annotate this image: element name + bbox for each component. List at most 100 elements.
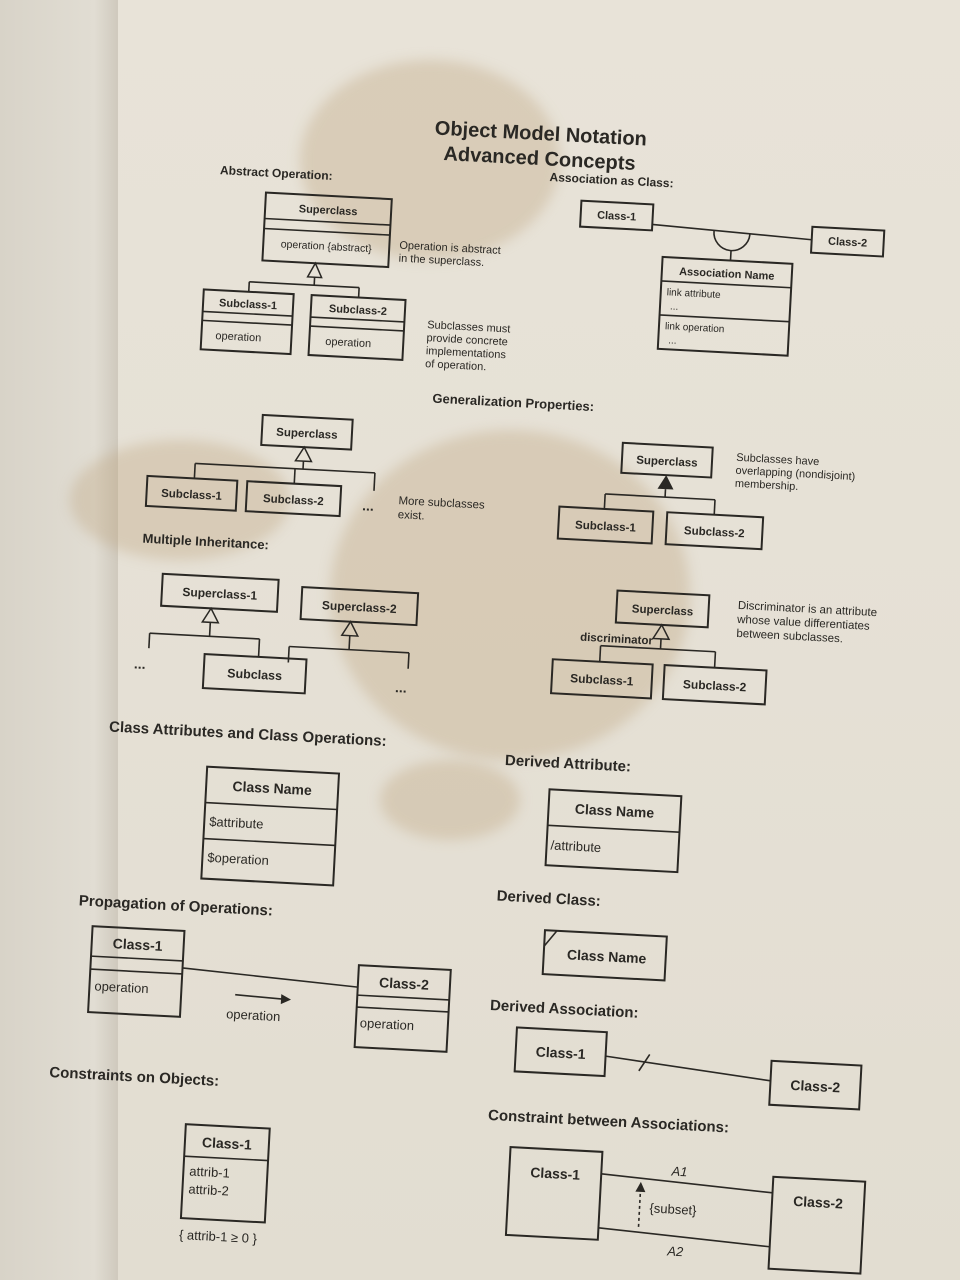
class-2-operation: operation: [360, 1015, 415, 1033]
class-name-label: Class Name: [574, 801, 654, 821]
propagated-operation-label: operation: [226, 1006, 281, 1024]
section-class-attributes: Class Attributes and Class Operations: C…: [109, 718, 387, 887]
generalization-discriminator: Superclass discriminator Subclass-1 Subc…: [549, 589, 880, 706]
class-1-label: Class-1: [112, 935, 163, 954]
subclass-2-box: [661, 664, 768, 706]
subclass-1-box: [549, 658, 654, 700]
section-association-as-class: Association as Class: Class-1 Class-2 As…: [549, 170, 886, 357]
generalization-more-subclasses: Superclass Subclass-1 Subclass-2 ... Mor…: [144, 413, 488, 526]
class-operation-label: $operation: [207, 850, 269, 868]
class-1-label: Class-1: [597, 210, 637, 224]
class-attribute-label: $attribute: [209, 814, 264, 832]
overlap-note: Subclasses have overlapping (nondisjoint…: [735, 452, 860, 496]
ellipsis-left: ...: [134, 655, 146, 672]
coffee-stain: [300, 60, 560, 260]
class-1-box: [504, 1146, 604, 1241]
object-box: [179, 1123, 271, 1224]
subclass-1-box: [556, 505, 655, 545]
generalization-overlapping: Superclass Subclass-1 Subclass-2 Subclas…: [556, 441, 860, 551]
subclass-1-operation: operation: [215, 330, 261, 344]
section-heading: Constraint between Associations:: [488, 1107, 730, 1137]
discriminator-label: discriminator: [580, 632, 654, 648]
superclass-box: [260, 413, 354, 451]
coffee-stain: [330, 430, 690, 760]
coffee-stain: [70, 440, 290, 560]
section-heading: Derived Attribute:: [505, 752, 632, 776]
subclass-1-label: Subclass-1: [575, 519, 637, 534]
subclass-1-box: [144, 474, 239, 512]
subclass-1-box: [199, 288, 295, 356]
class-1-label: Class-1: [530, 1164, 581, 1183]
section-multiple-inheritance: Multiple Inheritance: Superclass-1 Super…: [134, 531, 420, 696]
class-2-box: [768, 1059, 863, 1111]
class-2-box: [767, 1175, 867, 1275]
ellipsis: ...: [362, 497, 374, 514]
ellipsis-right: ...: [395, 679, 407, 696]
class-name-label: Class Name: [567, 946, 647, 966]
subclass-2-box: [244, 480, 343, 518]
association-name-label: Association Name: [679, 266, 775, 283]
class-2-label: Class-2: [793, 1193, 844, 1212]
section-heading: Class Attributes and Class Operations:: [109, 718, 387, 750]
subclass-2-label: Subclass-2: [684, 525, 745, 540]
class-1-operation: operation: [94, 978, 149, 996]
link-operation-ellipsis: ...: [668, 335, 677, 346]
superclass-label: Superclass: [276, 427, 338, 442]
abstract-operation-label: operation {abstract}: [280, 238, 372, 255]
subclass-2-label: Subclass-2: [683, 677, 747, 694]
link-attribute-ellipsis: ...: [670, 301, 679, 312]
association-class-box: [656, 255, 794, 357]
section-heading: Constraints on Objects:: [49, 1064, 220, 1090]
class-2-label: Class-2: [379, 974, 430, 993]
link-operation-label: link operation: [665, 321, 725, 335]
previous-page-edge: [0, 0, 118, 1280]
section-heading: Derived Association:: [490, 997, 639, 1022]
association-a1-label: A1: [670, 1163, 688, 1179]
subset-arrow: [635, 1181, 646, 1193]
subclass-note: Subclasses must provide concrete impleme…: [425, 319, 514, 374]
superclass-1-box: [160, 572, 280, 613]
book-page: [118, 0, 960, 1280]
class-2-label: Class-2: [828, 236, 868, 250]
more-subclasses-note: More subclasses exist.: [397, 495, 488, 526]
superclass-2-label: Superclass-2: [322, 598, 398, 616]
object-constraint: { attrib-1 ≥ 0 }: [179, 1227, 258, 1246]
section-heading: Derived Class:: [496, 888, 601, 910]
link-attribute-label: link attribute: [666, 287, 721, 301]
subclass-1-label: Subclass-1: [219, 297, 278, 312]
superclass-2-box: [299, 586, 420, 627]
derived-attribute-label: /attribute: [550, 837, 601, 855]
filled-triangle: [657, 475, 674, 490]
section-abstract-operation: Abstract Operation: Superclass operation…: [199, 163, 514, 374]
class-box: [544, 788, 683, 874]
derived-class-box: [541, 929, 668, 982]
superclass-1-label: Superclass-1: [182, 585, 258, 603]
section-constraint-associations: Constraint between Associations: Class-1…: [488, 1107, 867, 1275]
subclass-box: [201, 653, 308, 695]
discriminator-note: Discriminator is an attribute whose valu…: [735, 600, 880, 647]
class-1-box: [579, 199, 655, 232]
attrib-1-label: attrib-1: [189, 1163, 230, 1180]
title-block: Object Model Notation Advanced Concepts: [434, 117, 647, 175]
subclass-2-operation: operation: [325, 336, 371, 350]
section-derived-class: Derived Class: Class Name: [496, 888, 668, 982]
subset-constraint-label: {subset}: [649, 1200, 697, 1217]
superclass-label: Superclass: [632, 603, 694, 618]
subclass-2-label: Subclass-2: [329, 303, 388, 318]
section-heading: Association as Class:: [549, 170, 674, 190]
subclass-2-box: [664, 511, 765, 551]
class-1-box: [513, 1026, 608, 1078]
subclass-2-box: [307, 294, 407, 361]
superclass-label: Superclass: [298, 203, 357, 218]
coffee-stain: [380, 760, 520, 840]
class-box: [200, 765, 341, 887]
superclass-label: Superclass: [636, 455, 698, 470]
subclass-2-label: Subclass-2: [263, 493, 324, 508]
attrib-2-label: attrib-2: [188, 1181, 229, 1198]
class-name-label: Class Name: [232, 778, 312, 798]
class-1-label: Class-1: [535, 1043, 586, 1062]
subclass-1-label: Subclass-1: [161, 488, 223, 503]
section-heading: Propagation of Operations:: [78, 892, 273, 919]
section-propagation: Propagation of Operations: Class-1 opera…: [78, 892, 452, 1053]
